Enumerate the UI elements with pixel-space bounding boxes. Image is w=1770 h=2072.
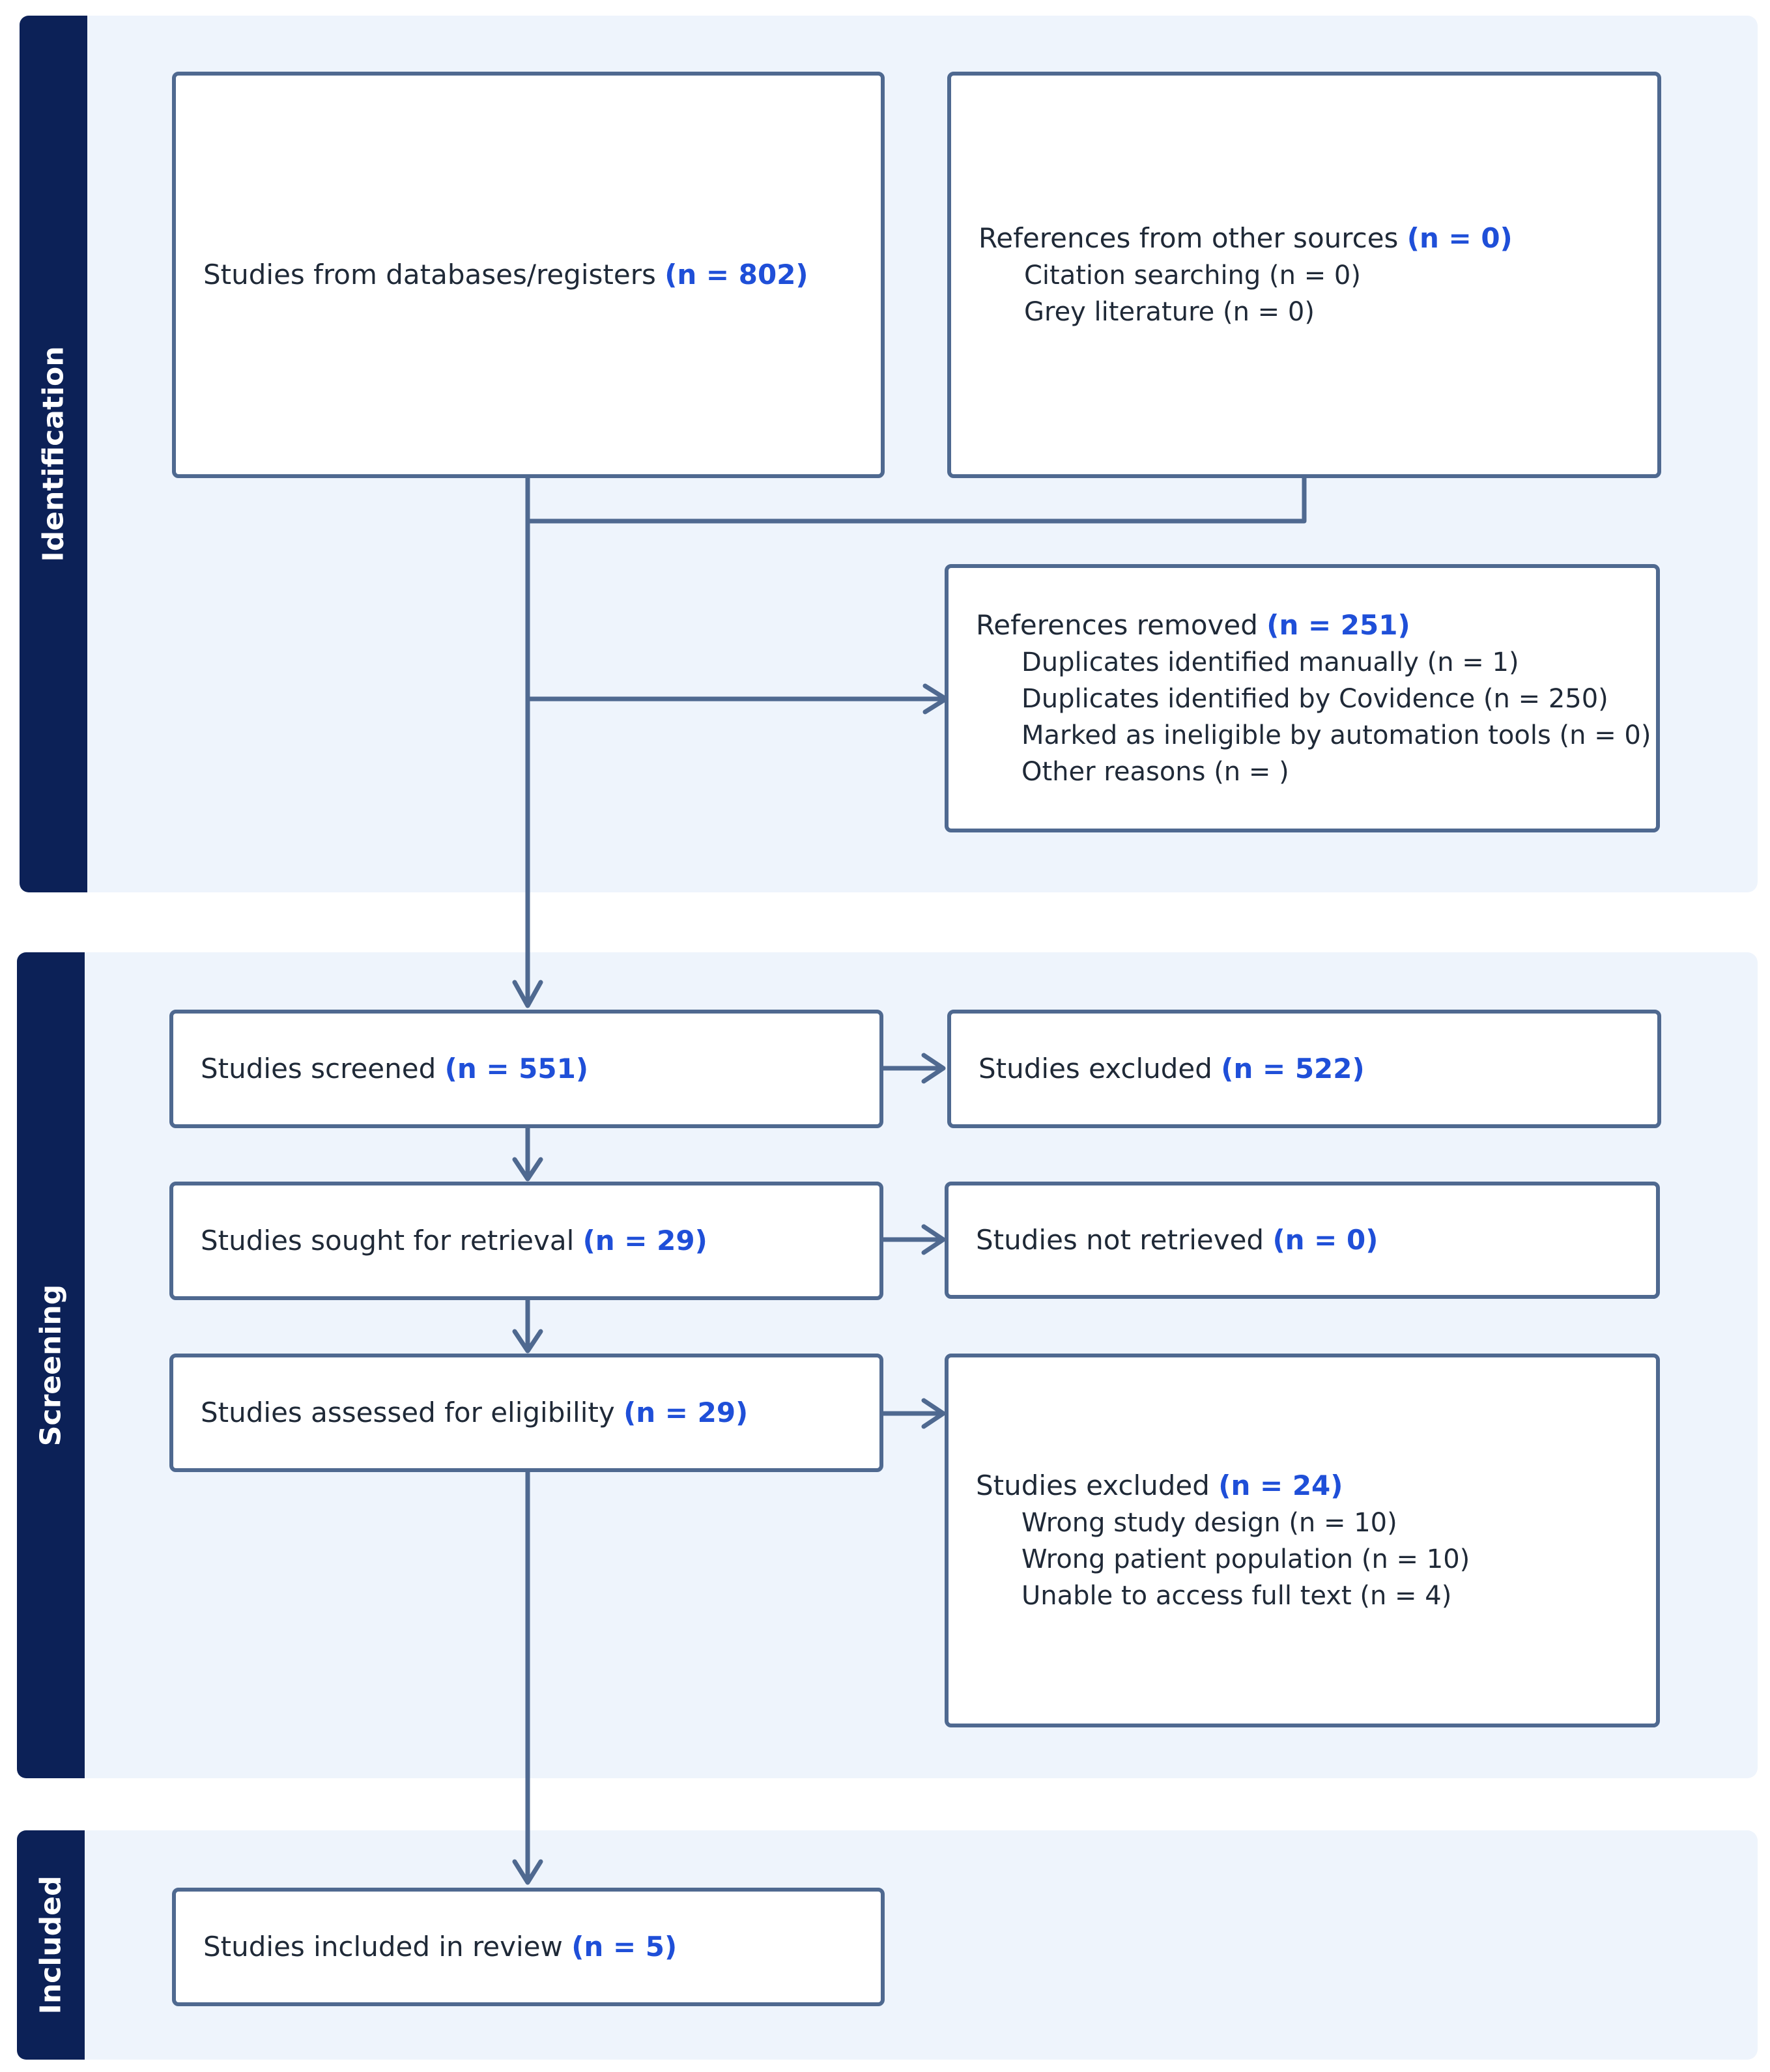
included-label-band: Included	[17, 1830, 85, 2060]
other-sources-text: References from other sources (n = 0)	[978, 220, 1657, 257]
arrowhead-eligibility	[512, 1329, 543, 1354]
screened-text: Studies screened (n = 551)	[201, 1050, 879, 1088]
not-retrieved-box: Studies not retrieved (n = 0)	[945, 1182, 1660, 1299]
arrowhead-not-retrieved	[921, 1224, 946, 1255]
not-retrieved-label: Studies not retrieved	[976, 1224, 1264, 1256]
removed-item: Duplicates identified by Covidence (n = …	[1021, 684, 1608, 714]
eligibility-label: Studies assessed for eligibility	[201, 1397, 615, 1428]
databases-count: (n = 802)	[664, 259, 808, 291]
removed-text: References removed (n = 251)	[976, 606, 1656, 644]
included-box-label: Studies included in review	[203, 1931, 563, 1963]
arrowhead-excluded-full	[921, 1398, 946, 1429]
excluded-full-item: Wrong study design (n = 10)	[1021, 1508, 1397, 1538]
excluded-full-item: Wrong patient population (n = 10)	[1021, 1544, 1470, 1574]
removed-label: References removed	[976, 609, 1258, 641]
not-retrieved-count: (n = 0)	[1272, 1224, 1378, 1256]
databases-box: Studies from databases/registers (n = 80…	[172, 72, 885, 478]
screened-count: (n = 551)	[444, 1053, 589, 1085]
other-sources-item: Citation searching (n = 0)	[1024, 261, 1361, 291]
other-sources-count: (n = 0)	[1406, 222, 1513, 254]
excluded-screen-text: Studies excluded (n = 522)	[978, 1050, 1657, 1088]
retrieval-label: Studies sought for retrieval	[201, 1225, 575, 1256]
arrowhead-included	[512, 1859, 543, 1885]
removed-item: Duplicates identified manually (n = 1)	[1021, 647, 1519, 677]
excluded-full-count: (n = 24)	[1218, 1469, 1343, 1501]
included-text: Studies included in review (n = 5)	[203, 1928, 881, 1966]
arrowhead-retrieval	[512, 1157, 543, 1182]
included-box: Studies included in review (n = 5)	[172, 1888, 885, 2006]
excluded-screen-label: Studies excluded	[978, 1053, 1212, 1085]
arrowhead-screened	[512, 980, 543, 1008]
screened-box: Studies screened (n = 551)	[169, 1010, 883, 1128]
eligibility-box: Studies assessed for eligibility (n = 29…	[169, 1354, 883, 1472]
other-sources-label: References from other sources	[978, 222, 1399, 254]
retrieval-box: Studies sought for retrieval (n = 29)	[169, 1182, 883, 1300]
removed-item: Other reasons (n = )	[1021, 757, 1289, 787]
screened-label: Studies screened	[201, 1053, 436, 1085]
arrowhead-excluded-screen	[921, 1053, 946, 1084]
excluded-screen-box: Studies excluded (n = 522)	[947, 1010, 1661, 1128]
connector-other-sources	[525, 474, 1307, 524]
removed-item: Marked as ineligible by automation tools…	[1021, 720, 1651, 750]
included-count: (n = 5)	[571, 1931, 678, 1963]
retrieval-text: Studies sought for retrieval (n = 29)	[201, 1222, 879, 1260]
excluded-full-item: Unable to access full text (n = 4)	[1021, 1581, 1452, 1611]
retrieval-count: (n = 29)	[582, 1225, 707, 1256]
removed-count: (n = 251)	[1266, 609, 1410, 641]
excluded-screen-count: (n = 522)	[1221, 1053, 1365, 1085]
excluded-full-text: Studies excluded (n = 24)	[976, 1467, 1656, 1505]
removed-box: References removed (n = 251) Duplicates …	[945, 564, 1660, 832]
eligibility-text: Studies assessed for eligibility (n = 29…	[201, 1394, 879, 1432]
databases-text: Studies from databases/registers (n = 80…	[203, 256, 881, 294]
excluded-full-box: Studies excluded (n = 24) Wrong study de…	[945, 1354, 1660, 1727]
databases-label: Studies from databases/registers	[203, 259, 656, 291]
other-sources-item: Grey literature (n = 0)	[1024, 297, 1315, 327]
screening-label-band: Screening	[17, 952, 85, 1778]
not-retrieved-text: Studies not retrieved (n = 0)	[976, 1221, 1656, 1259]
excluded-full-label: Studies excluded	[976, 1469, 1210, 1501]
other-sources-box: References from other sources (n = 0) Ci…	[947, 72, 1661, 478]
eligibility-count: (n = 29)	[623, 1397, 749, 1428]
identification-label-band: Identification	[20, 16, 87, 892]
